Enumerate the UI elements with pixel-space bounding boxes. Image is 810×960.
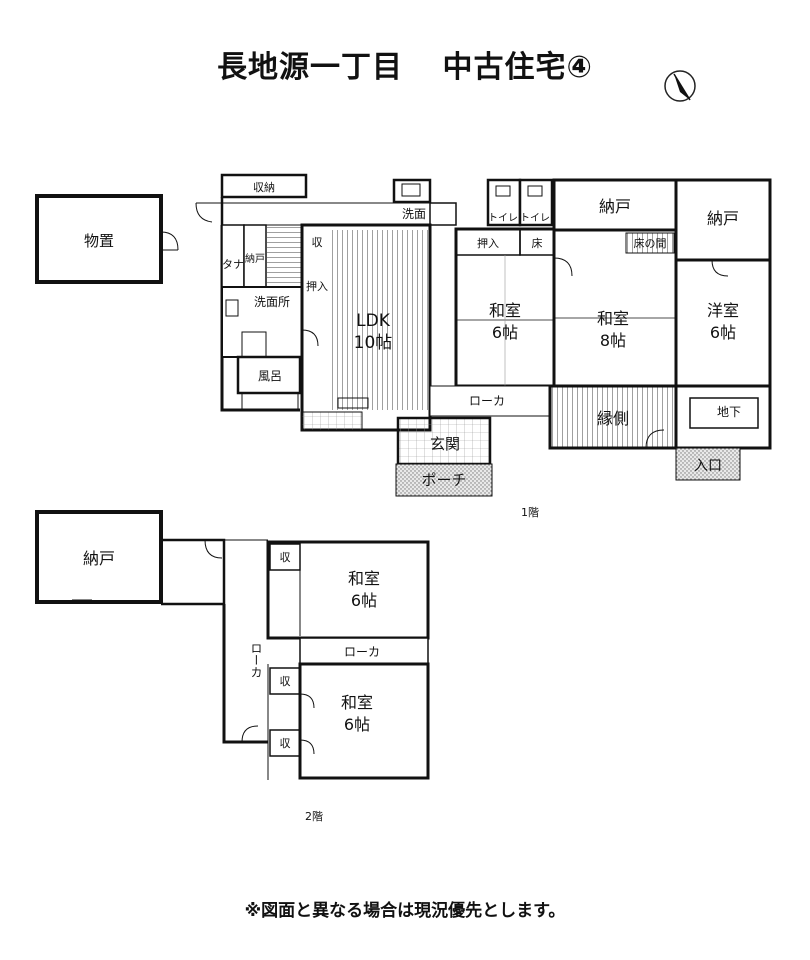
washitsu-2f-a-room: [266, 540, 430, 640]
label-nando2: 納戸: [707, 209, 739, 228]
label-oshiire-v: 押入: [306, 279, 328, 293]
label-storage-2f-3: 収: [280, 737, 291, 750]
label-washitsu-a: 和室: [489, 301, 521, 320]
label-second-floor: 2階: [305, 809, 323, 823]
label-bath: 風呂: [258, 369, 282, 383]
first-floor-plan: [35, 173, 772, 497]
label-washitsu-2f-b: 和室: [341, 693, 373, 712]
label-porch: ポーチ: [421, 471, 466, 489]
washitsu-2f-b-room: [298, 662, 430, 780]
storage-shed-room: [35, 194, 163, 284]
label-washitsu-a-size: 6帖: [492, 323, 518, 342]
label-toko: 床: [532, 236, 543, 250]
label-toilet1: トイレ: [488, 213, 518, 224]
label-corridor-2f-h: ローカ: [344, 645, 380, 659]
label-nando-2f: 納戸: [83, 549, 115, 568]
label-engawa: 縁側: [597, 409, 629, 428]
label-corridor-2f-v: ローカ: [249, 642, 263, 678]
label-toilet2: トイレ: [520, 213, 550, 224]
label-washitsu-b-size: 8帖: [600, 331, 626, 350]
label-washitsu-2f-a: 和室: [348, 569, 380, 588]
title-address: 長地源一丁目: [217, 50, 404, 85]
second-floor-plan: [35, 510, 430, 780]
title-property: 中古住宅④: [442, 50, 593, 85]
footer-note: ※図面と異なる場合は現況優先とします。: [244, 901, 566, 921]
label-first-floor: 1階: [521, 505, 539, 519]
label-toko-no-ma: 床の間: [634, 236, 667, 250]
label-washitsu-2f-b-size: 6帖: [344, 715, 370, 734]
label-sink: 洗面: [402, 207, 426, 221]
label-washroom: 洗面所: [254, 295, 290, 309]
label-basement: 地下: [717, 405, 741, 419]
label-genkan: 玄関: [430, 435, 460, 453]
page-title: 長地源一丁目 中古住宅④: [0, 42, 810, 86]
label-oshiire: 押入: [477, 236, 499, 250]
label-washitsu-b: 和室: [597, 309, 629, 328]
label-washitsu-2f-a-size: 6帖: [351, 591, 377, 610]
label-nando1: 納戸: [599, 197, 631, 216]
label-corridor: ローカ: [469, 394, 505, 408]
compass-arrow-icon: [664, 70, 696, 102]
label-ldk: LDK: [356, 311, 391, 331]
label-entrance: 入口: [694, 458, 722, 474]
yoshitsu-room: [674, 258, 772, 388]
label-yoshitsu-size: 6帖: [710, 323, 736, 342]
label-storage-2f-2: 収: [280, 675, 291, 688]
label-closet-small: 納戸: [245, 252, 265, 265]
nando-2f-room: [35, 510, 163, 604]
label-storage-top: 収納: [253, 181, 275, 194]
engawa: [548, 384, 678, 450]
label-storage-2f-1: 収: [280, 551, 291, 564]
label-ldk-size: 10帖: [354, 333, 393, 353]
label-storage-k: 収: [312, 236, 323, 249]
label-storage-shed: 物置: [84, 232, 114, 250]
label-yoshitsu: 洋室: [707, 301, 739, 320]
label-shelf: タナ: [222, 258, 244, 271]
